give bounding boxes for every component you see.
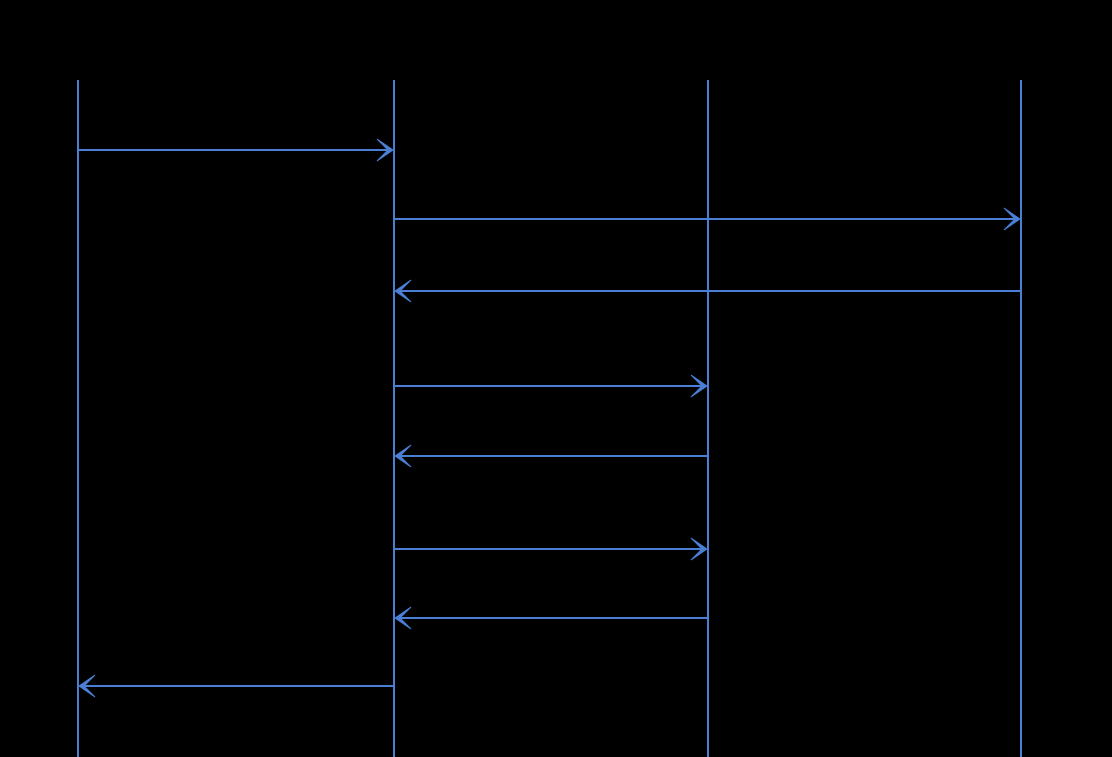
message-arrowhead-1: [376, 138, 394, 162]
messages-group: [78, 138, 1021, 698]
message-arrowhead-2: [1003, 207, 1021, 231]
message-arrowhead-5: [394, 444, 412, 468]
message-arrowhead-6: [690, 537, 708, 561]
message-arrowhead-4: [690, 374, 708, 398]
message-arrowhead-3: [394, 279, 412, 303]
message-arrowhead-7: [394, 606, 412, 630]
lifelines-group: [77, 80, 1022, 757]
message-arrowhead-8: [78, 674, 96, 698]
